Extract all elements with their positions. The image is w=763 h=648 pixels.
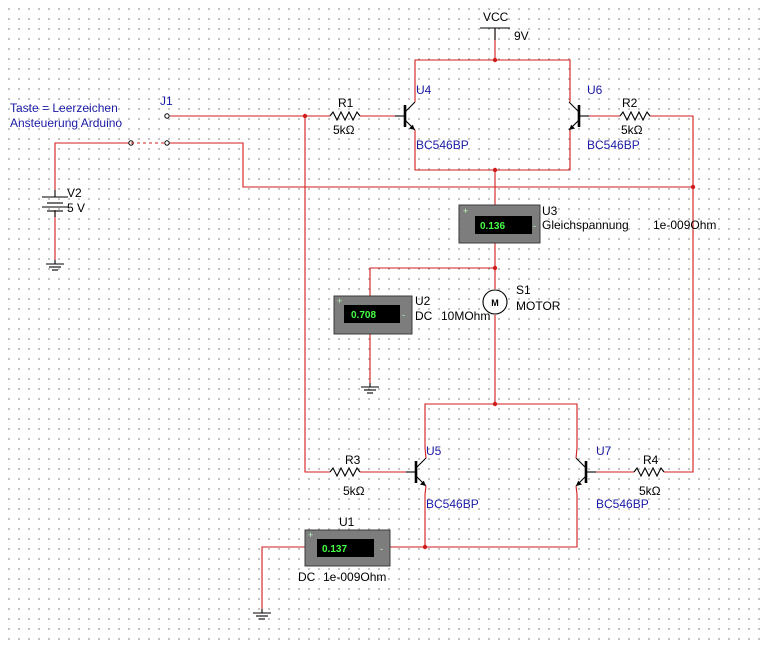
transistor-ref: U7 <box>596 444 612 458</box>
multimeter-u3[interactable]: 0.136 + - U3 Gleichspannung 1e-009Ohm <box>458 204 716 244</box>
meter-minus-terminal: - <box>533 221 536 231</box>
transistor-u7[interactable]: U7 BC546BP <box>574 444 649 511</box>
transistor-model: BC546BP <box>426 497 479 511</box>
meter-ref: U1 <box>339 515 355 529</box>
transistor-model: BC546BP <box>596 497 649 511</box>
vcc-label: VCC <box>483 10 509 24</box>
source-value: 5 V <box>67 201 85 215</box>
resistor-value: 5kΩ <box>639 484 661 498</box>
resistor-ref: R4 <box>643 453 659 467</box>
transistor-ref: U4 <box>416 83 432 97</box>
meter-mode: DC <box>415 309 433 323</box>
transistor-u6[interactable]: U6 BC546BP <box>567 83 640 152</box>
source-ref: V2 <box>67 186 82 200</box>
resistor-r1[interactable]: R1 5kΩ <box>329 96 361 137</box>
switch-note-line2: Ansteuerung Arduino <box>10 116 122 130</box>
meter-minus-terminal: - <box>402 310 405 320</box>
transistor-model: BC546BP <box>416 138 469 152</box>
resistor-value: 5kΩ <box>621 123 643 137</box>
motor-symbol-icon: M <box>491 298 499 308</box>
meter-mode: Gleichspannung <box>542 218 629 232</box>
motor-name: MOTOR <box>516 299 561 313</box>
meter-ref: U2 <box>415 294 431 308</box>
ground-symbol <box>360 382 380 394</box>
meter-impedance: 10MOhm <box>441 309 490 323</box>
ground-symbol <box>252 608 272 620</box>
transistor-u5[interactable]: U5 BC546BP <box>404 444 479 511</box>
multimeter-u2[interactable]: 0.708 + - U2 DC 10MOhm <box>333 294 490 335</box>
resistor-r2[interactable]: R2 5kΩ <box>619 96 651 137</box>
junction-dots <box>302 57 696 550</box>
transistor-ref: U5 <box>426 444 442 458</box>
switch-note-line1: Taste = Leerzeichen <box>10 101 118 115</box>
transistor-u4[interactable]: U4 BC546BP <box>393 83 469 152</box>
vcc-rail[interactable]: VCC 9V <box>480 10 529 43</box>
switch-ref: J1 <box>160 94 173 108</box>
meter-impedance: 1e-009Ohm <box>323 570 386 584</box>
voltage-source-v2[interactable]: V2 5 V <box>42 186 85 271</box>
resistor-ref: R3 <box>345 453 361 467</box>
multimeter-u1[interactable]: 0.137 + - U1 DC 1e-009Ohm <box>298 515 391 584</box>
meter-reading: 0.137 <box>322 544 347 555</box>
resistor-ref: R2 <box>622 96 638 110</box>
motor-ref: S1 <box>516 283 531 297</box>
resistor-ref: R1 <box>338 96 354 110</box>
meter-plus-terminal: + <box>337 296 342 306</box>
meter-plus-terminal: + <box>308 530 313 540</box>
resistor-r3[interactable]: R3 5kΩ <box>329 453 365 498</box>
meter-mode: DC <box>298 570 316 584</box>
transistor-ref: U6 <box>587 83 603 97</box>
transistor-model: BC546BP <box>587 138 640 152</box>
meter-reading: 0.136 <box>480 221 505 232</box>
vcc-value: 9V <box>514 29 529 43</box>
switch-j1[interactable]: J1 Taste = Leerzeichen Ansteuerung Ardui… <box>10 94 173 146</box>
meter-ref: U3 <box>542 204 558 218</box>
meter-impedance: 1e-009Ohm <box>653 218 716 232</box>
resistor-value: 5kΩ <box>333 123 355 137</box>
meter-reading: 0.708 <box>351 310 376 321</box>
resistor-r4[interactable]: R4 5kΩ <box>633 453 665 498</box>
motor-s1[interactable]: M S1 MOTOR <box>482 283 561 315</box>
meter-plus-terminal: + <box>463 206 468 216</box>
resistor-value: 5kΩ <box>343 484 365 498</box>
meter-minus-terminal: - <box>380 544 383 554</box>
